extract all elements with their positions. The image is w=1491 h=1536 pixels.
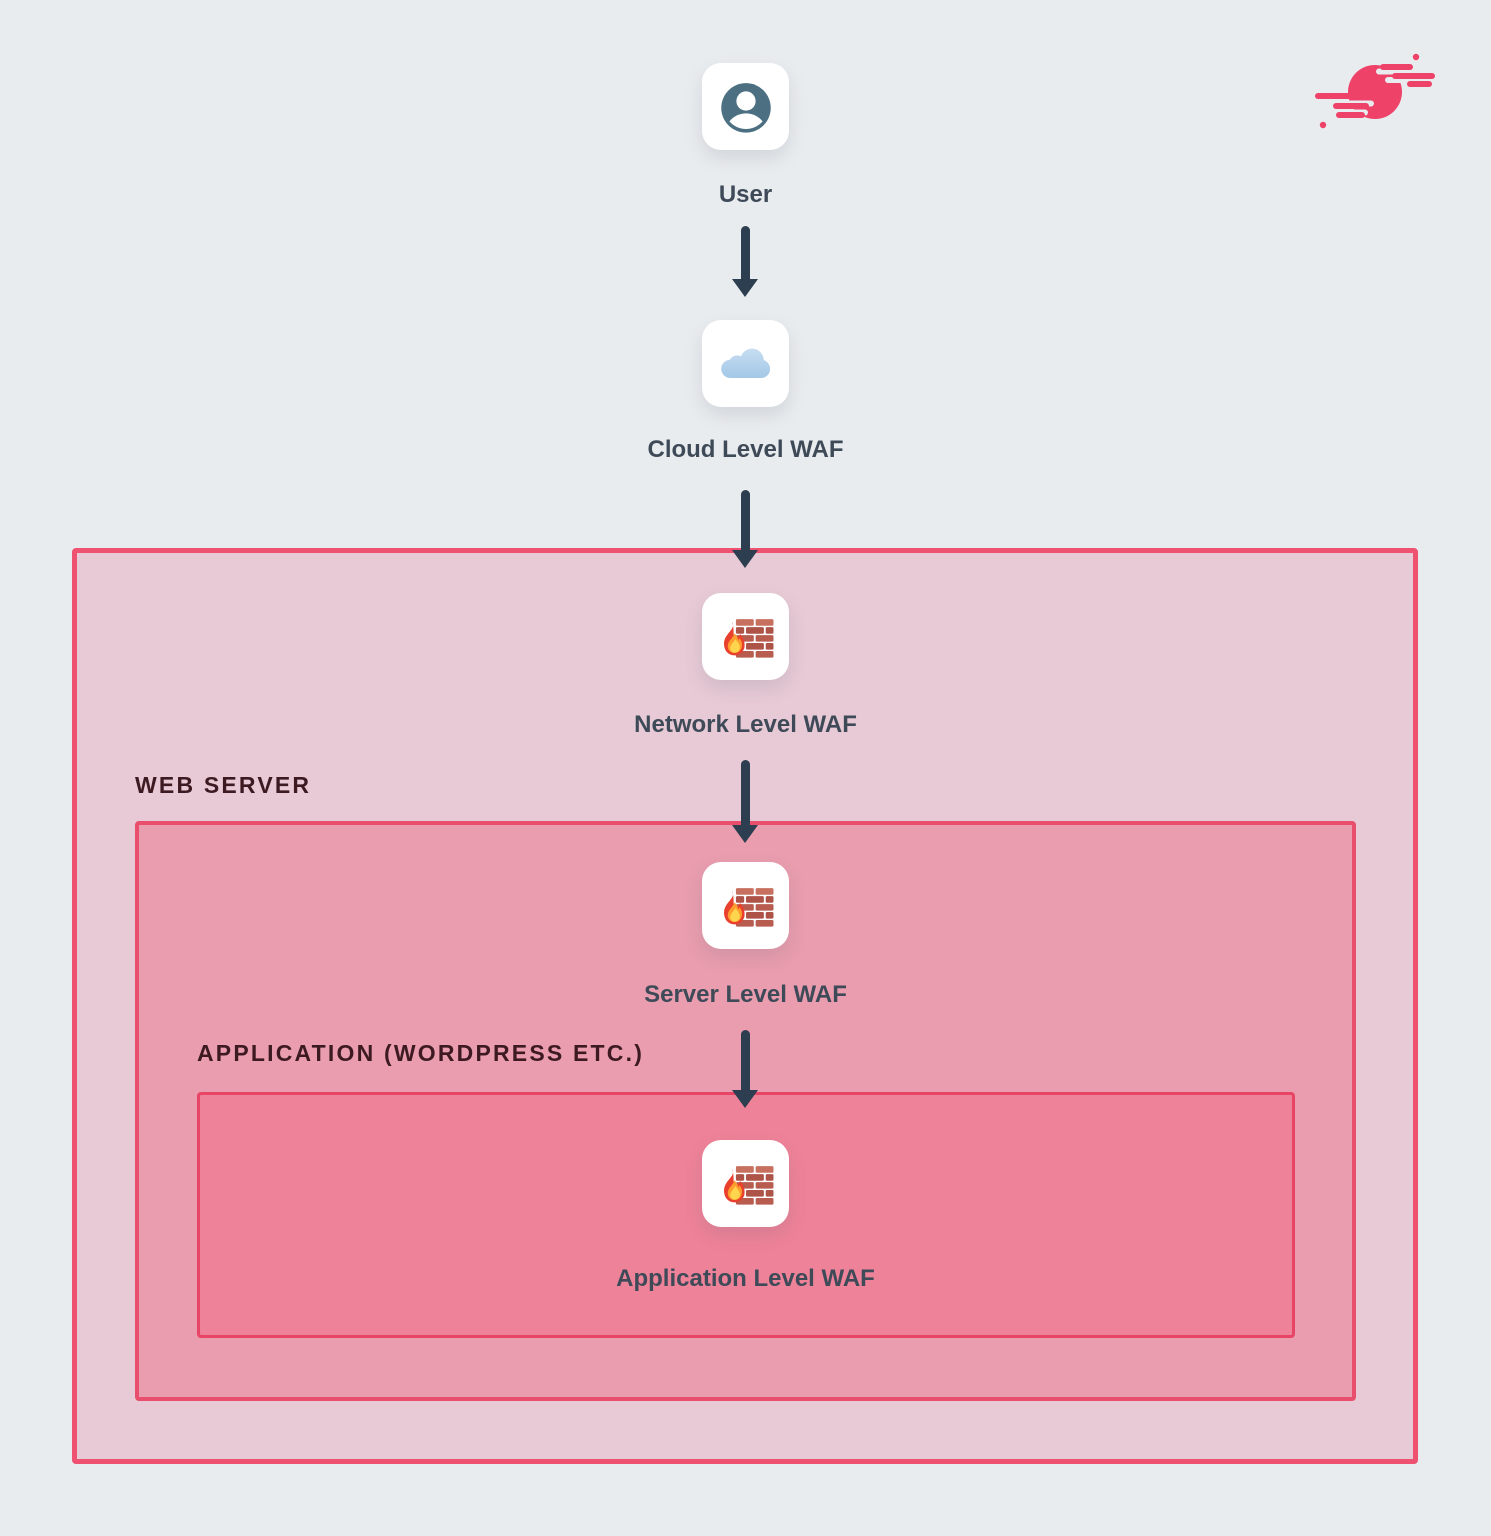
arrow-head: [732, 1090, 758, 1108]
firewall-icon: [713, 873, 779, 939]
firewall-icon: [713, 1151, 779, 1217]
application-waf-node-label: Application Level WAF: [616, 1265, 875, 1292]
user-icon: [713, 74, 779, 140]
speed-ball-logo-icon: [1315, 53, 1435, 129]
arrow-stem: [741, 226, 750, 284]
application-waf-node-card: [702, 1140, 789, 1227]
network-waf-node-label: Network Level WAF: [634, 711, 857, 738]
arrow-head: [732, 550, 758, 568]
server-waf-node-label: Server Level WAF: [644, 981, 847, 1008]
arrow-stem: [741, 760, 750, 830]
arrow-head: [732, 825, 758, 843]
cloud-waf-node-card: [702, 320, 789, 407]
arrow-server-to-application: [732, 1030, 759, 1108]
arrow-user-to-cloud: [732, 226, 759, 297]
web-server-label: WEB SERVER: [135, 772, 312, 798]
cloud-waf-node-label: Cloud Level WAF: [647, 436, 844, 463]
arrow-cloud-to-network: [732, 490, 759, 568]
arrow-network-to-server: [732, 760, 759, 843]
arrow-stem: [741, 1030, 750, 1095]
arrow-head: [732, 279, 758, 297]
user-node-card: [702, 63, 789, 150]
cloud-icon: [713, 331, 779, 397]
firewall-icon: [713, 604, 779, 670]
server-waf-node-card: [702, 862, 789, 949]
application-label: APPLICATION (WORDPRESS ETC.): [197, 1040, 645, 1066]
user-node-label: User: [718, 181, 773, 208]
network-waf-node-card: [702, 593, 789, 680]
arrow-stem: [741, 490, 750, 555]
